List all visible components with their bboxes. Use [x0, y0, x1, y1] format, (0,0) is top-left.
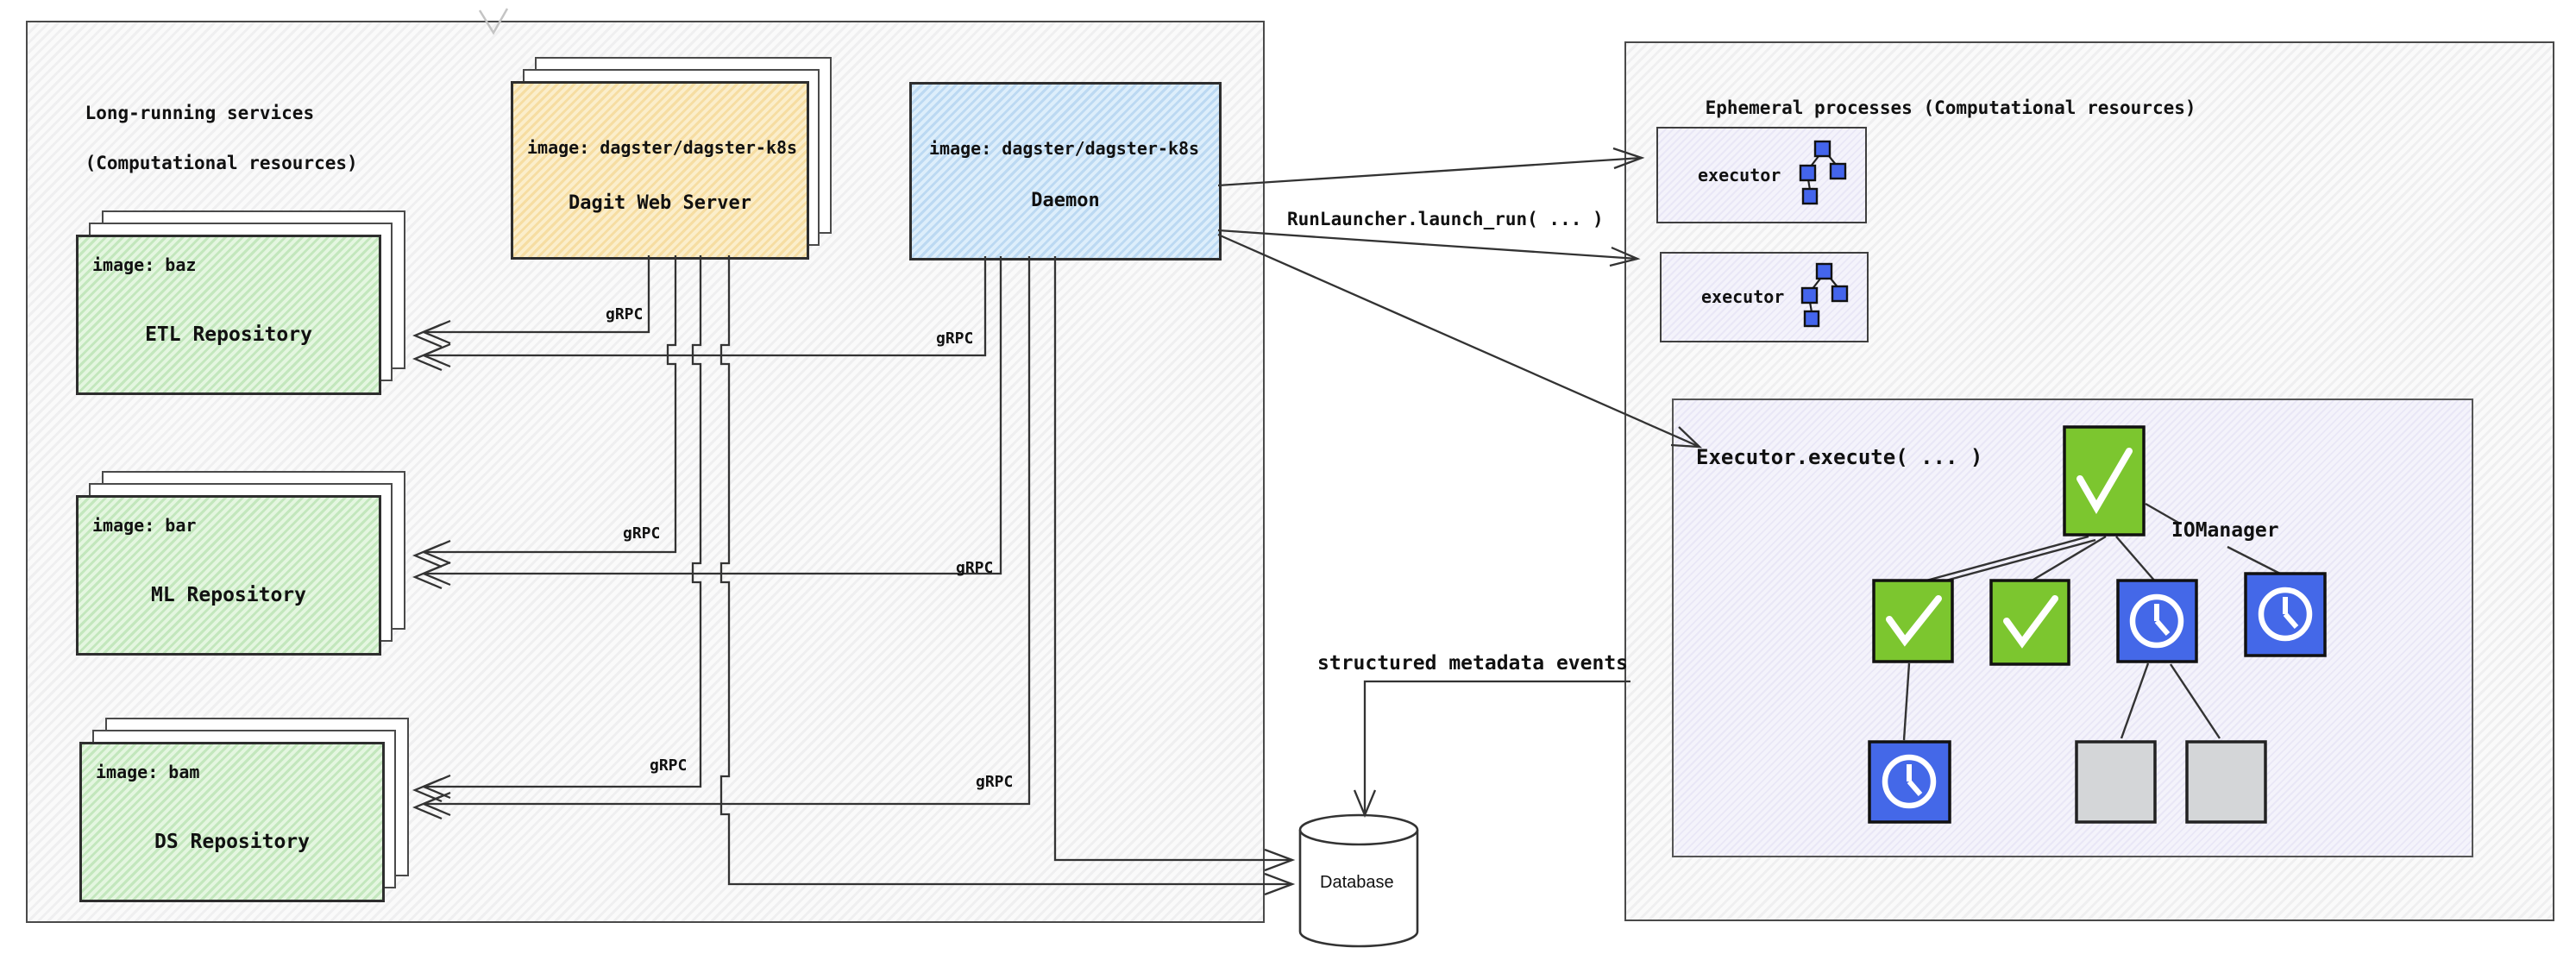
- metadata-events-label: structured metadata events: [1317, 652, 1629, 675]
- left-title-line1: Long-running services: [85, 103, 315, 123]
- metadata-events-wire: [1353, 680, 1630, 819]
- dagit-image-label: image: dagster/dagster-k8s: [527, 137, 798, 158]
- grpc-label-ds-daemon: gRPC: [976, 773, 1014, 791]
- dag-icon: [1793, 140, 1853, 210]
- executor-execute-title: Executor.execute( ... ): [1696, 445, 1983, 469]
- executor-box-2: executor: [1660, 252, 1869, 342]
- daemon-image-label: image: dagster/dagster-k8s: [929, 138, 1200, 159]
- arrowhead-events: [1353, 789, 1377, 819]
- run-launcher-label: RunLauncher.launch_run( ... ): [1287, 209, 1604, 229]
- executor-2-label: executor: [1701, 286, 1785, 307]
- iomanager-label: IOManager: [2171, 519, 2279, 542]
- right-title: Ephemeral processes (Computational resou…: [1705, 97, 2196, 118]
- arrow-daemon-executor2: [1217, 229, 1638, 260]
- ml-image-label: image: bar: [92, 515, 197, 536]
- ml-repository-box: image: bar ML Repository: [76, 495, 381, 656]
- grpc-label-ml-daemon: gRPC: [956, 559, 994, 577]
- grpc-label-etl-dagit: gRPC: [606, 305, 644, 323]
- wire-events-database: [1363, 680, 1630, 814]
- etl-image-label: image: baz: [92, 254, 197, 275]
- right-container-title: Ephemeral processes (Computational resou…: [1662, 71, 2196, 146]
- dagit-web-server-box: image: dagster/dagster-k8s Dagit Web Ser…: [511, 81, 809, 260]
- left-title-line2: (Computational resources): [85, 153, 358, 173]
- dag-icon: [1794, 262, 1855, 333]
- ds-image-label: image: bam: [96, 762, 200, 782]
- grpc-label-ds-dagit: gRPC: [650, 756, 688, 775]
- daemon-box: image: dagster/dagster-k8s Daemon: [909, 82, 1222, 260]
- grpc-label-ml-dagit: gRPC: [623, 524, 661, 543]
- ds-repository-box: image: bam DS Repository: [79, 742, 385, 902]
- database-label: Database: [1320, 873, 1394, 892]
- arrowhead-db-1: [1264, 848, 1296, 872]
- dagit-title: Dagit Web Server: [569, 192, 751, 214]
- daemon-title: Daemon: [1031, 190, 1100, 211]
- ds-title: DS Repository: [154, 831, 310, 853]
- arrowhead-db-2: [1264, 872, 1296, 896]
- etl-title: ETL Repository: [145, 323, 312, 346]
- etl-repository-box: image: baz ETL Repository: [76, 235, 381, 395]
- left-container-title: Long-running services (Computational res…: [41, 76, 358, 201]
- executor-1-label: executor: [1698, 165, 1781, 185]
- grpc-label-etl-daemon: gRPC: [936, 330, 974, 348]
- ml-title: ML Repository: [150, 584, 306, 606]
- arrow-daemon-executor1: [1217, 156, 1643, 187]
- executor-box-1: executor: [1656, 127, 1867, 223]
